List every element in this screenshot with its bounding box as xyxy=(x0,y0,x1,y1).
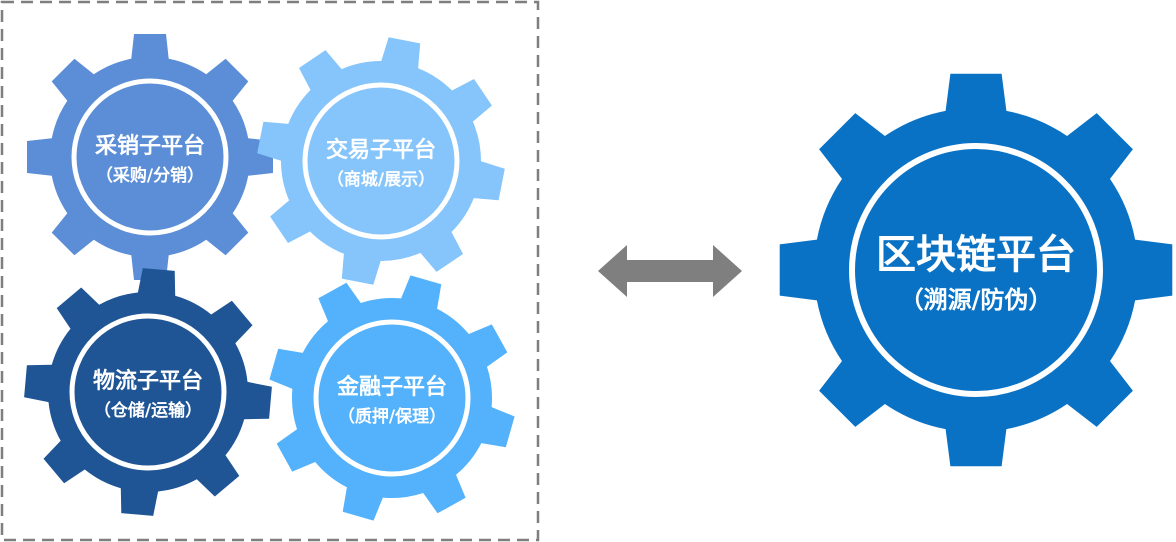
trade-gear-ring xyxy=(302,82,460,240)
finance-gear-subtitle: （质押/保理） xyxy=(338,406,446,427)
blockchain-gear-ring xyxy=(849,143,1103,397)
logistics-gear-body xyxy=(24,268,272,516)
trade-gear-title: 交易子平台 xyxy=(326,137,436,163)
blockchain-gear: 区块链平台 （溯源/防伪） xyxy=(779,73,1173,467)
trade-gear: 交易子平台 （商城/展示） xyxy=(257,37,505,285)
bidirectional-arrow xyxy=(598,245,742,297)
finance-gear-title: 金融子平台 xyxy=(336,374,447,400)
finance-gear-ring xyxy=(313,319,471,477)
logistics-gear-title: 物流子平台 xyxy=(93,368,203,394)
logistics-gear-ring xyxy=(69,313,227,471)
procurement-gear-subtitle: （采购/分销） xyxy=(96,165,204,186)
logistics-gear-subtitle: （仓储/运输） xyxy=(94,400,202,421)
blockchain-gear-subtitle: （溯源/防伪） xyxy=(900,286,1053,314)
blockchain-gear-body xyxy=(779,73,1173,467)
finance-gear-body xyxy=(269,275,515,521)
logistics-gear: 物流子平台 （仓储/运输） xyxy=(24,268,272,516)
trade-gear-subtitle: （商城/展示） xyxy=(327,169,435,190)
trade-gear-body xyxy=(257,37,505,285)
procurement-gear: 采销子平台 （采购/分销） xyxy=(27,34,273,280)
procurement-gear-ring xyxy=(71,78,229,236)
finance-gear: 金融子平台 （质押/保理） xyxy=(269,275,515,521)
sub-platform-group-frame xyxy=(0,0,540,542)
blockchain-gear-title: 区块链平台 xyxy=(876,232,1076,278)
procurement-gear-body xyxy=(27,34,273,280)
procurement-gear-title: 采销子平台 xyxy=(95,133,205,159)
